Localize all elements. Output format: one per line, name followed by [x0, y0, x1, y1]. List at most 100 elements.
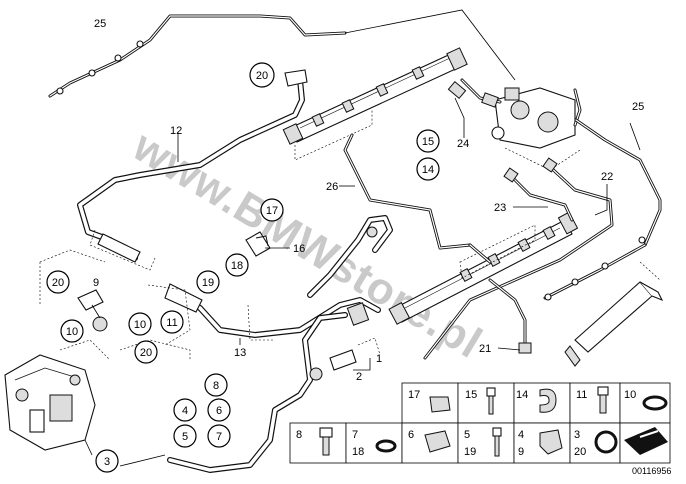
- clip-icon: [429, 396, 451, 413]
- callout-21: 21: [479, 343, 491, 355]
- callout-9: 9: [93, 277, 99, 289]
- legend-6: 6: [408, 429, 414, 441]
- fuel-hose-lower: [167, 302, 381, 473]
- svg-text:8: 8: [213, 380, 219, 392]
- legend-cell-2-2: [345, 422, 403, 464]
- circle-20-left: 20: [46, 270, 70, 294]
- circle-17: 17: [260, 198, 284, 222]
- fuel-hose-12: [77, 69, 308, 271]
- svg-text:14: 14: [422, 164, 434, 176]
- bolt-icon-8-head: [319, 427, 333, 438]
- fuel-hose-13: [164, 215, 393, 341]
- valve-9: [39, 249, 191, 360]
- callout-labels: 25 25 12 24 26 22 23 16 9 13 21 1 2: [93, 18, 644, 383]
- callout-24: 24: [457, 138, 469, 150]
- hp-line-23: [503, 157, 574, 222]
- circle-6: 6: [207, 398, 231, 422]
- injector: [564, 261, 664, 367]
- callout-25-top: 25: [94, 18, 106, 30]
- svg-text:10: 10: [134, 319, 146, 331]
- legend-8: 8: [296, 429, 302, 441]
- legend-14: 14: [516, 389, 528, 401]
- legend-9: 9: [518, 446, 524, 458]
- svg-text:17: 17: [266, 205, 278, 217]
- circle-8: 8: [204, 373, 228, 397]
- legend-20: 20: [574, 446, 586, 458]
- svg-text:7: 7: [216, 431, 222, 443]
- circle-11: 11: [160, 310, 184, 334]
- legend-cell-1-4: [569, 382, 621, 424]
- svg-text:11: 11: [166, 317, 177, 329]
- callout-1: 1: [376, 353, 382, 365]
- svg-text:15: 15: [422, 136, 434, 148]
- screw-shank-icon: [494, 435, 500, 457]
- clip-icon-2: [424, 430, 451, 453]
- catalog-number: 00116956: [632, 466, 671, 476]
- svg-text:3: 3: [104, 456, 110, 468]
- svg-text:19: 19: [202, 277, 214, 289]
- washer-icon: [375, 439, 397, 453]
- high-pressure-pump: [460, 78, 582, 171]
- svg-text:20: 20: [256, 70, 268, 82]
- rail-upper: [282, 47, 468, 161]
- callout-26: 26: [326, 181, 338, 193]
- arrow-icon: [624, 427, 668, 455]
- leak-off-line-right: [543, 118, 662, 301]
- svg-text:20: 20: [52, 277, 64, 289]
- bolt-head-icon-2: [597, 386, 609, 396]
- leak-off-line-top: [48, 9, 516, 98]
- svg-text:6: 6: [216, 405, 222, 417]
- circle-4: 4: [173, 398, 197, 422]
- pipe-clamp-icon: [539, 388, 557, 413]
- circle-15: 15: [416, 129, 440, 153]
- circled-labels: 20 15 14 17 18 19 20 10 10 11 20 8 4 6 5…: [46, 62, 440, 473]
- legend-4: 4: [518, 429, 524, 441]
- bolt-head-icon: [486, 387, 496, 397]
- legend-3: 3: [574, 429, 580, 441]
- legend-19: 19: [464, 446, 476, 458]
- svg-text:4: 4: [182, 405, 188, 417]
- svg-text:5: 5: [182, 431, 188, 443]
- hp-line-24: [447, 80, 499, 108]
- callout-13: 13: [234, 347, 246, 359]
- legend-cell-1-2: [457, 382, 515, 424]
- circle-3: 3: [95, 449, 119, 473]
- legend-7: 7: [352, 429, 358, 441]
- callout-2: 2: [356, 371, 362, 383]
- circle-14: 14: [416, 157, 440, 181]
- svg-text:18: 18: [231, 260, 243, 272]
- engine-block-pump: [4, 339, 111, 456]
- legend-17: 17: [408, 389, 420, 401]
- legend-10: 10: [624, 389, 636, 401]
- holder-icon: [539, 429, 563, 455]
- circle-5: 5: [173, 424, 197, 448]
- circle-10-left: 10: [60, 319, 84, 343]
- legend-5: 5: [464, 429, 470, 441]
- callout-12: 12: [170, 125, 182, 137]
- bolt-icon-8-shank: [322, 436, 330, 456]
- hp-line-26: [343, 133, 492, 264]
- legend-11: 11: [576, 389, 587, 401]
- bolt-shank-icon: [488, 395, 494, 415]
- callout-16: 16: [293, 243, 305, 255]
- circle-7: 7: [207, 424, 231, 448]
- hp-line-22: [423, 163, 614, 360]
- legend-15: 15: [465, 389, 477, 401]
- parts-legend: 17 15 14 11 10 8 7 18 6 5 19 4 9 3 20: [289, 382, 671, 464]
- svg-text:20: 20: [140, 347, 152, 359]
- hp-line-21: [488, 278, 532, 354]
- bolt-shank-icon-2: [599, 394, 607, 414]
- callout-25-right: 25: [632, 101, 644, 113]
- callout-22: 22: [601, 171, 613, 183]
- seal-ring-icon: [642, 395, 668, 411]
- circle-20-bottom: 20: [134, 340, 158, 364]
- legend-cell-2-4: [457, 422, 515, 464]
- hose-clamp-icon: [594, 430, 618, 454]
- rail-lower: [388, 211, 579, 325]
- screw-head-icon: [492, 427, 502, 437]
- circle-19: 19: [196, 270, 220, 294]
- circle-18: 18: [225, 253, 249, 277]
- leader-lines: [119, 97, 641, 467]
- svg-text:10: 10: [66, 326, 78, 338]
